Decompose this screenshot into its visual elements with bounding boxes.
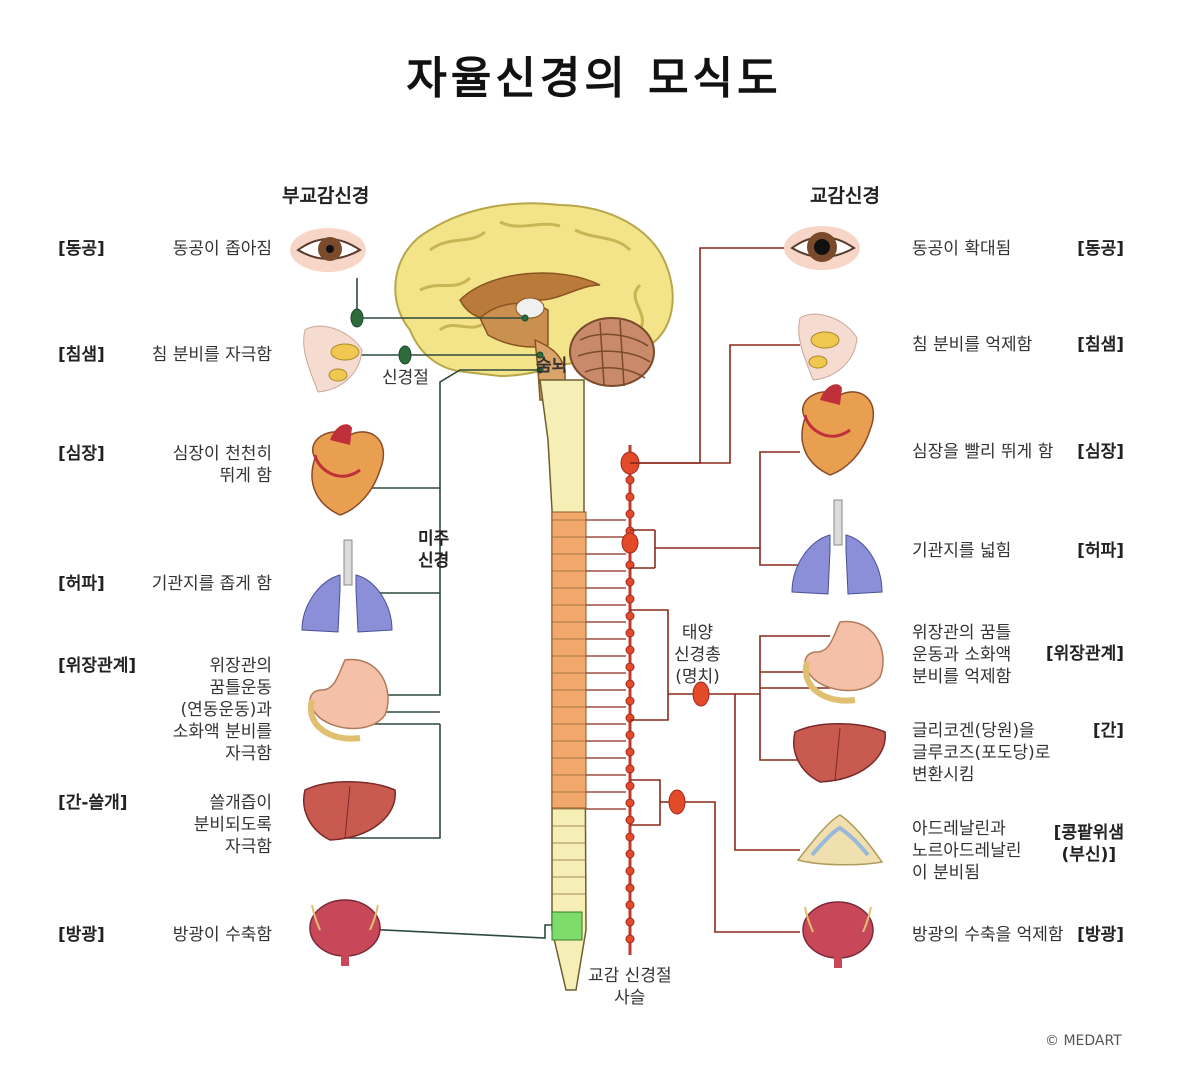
lungs-left	[302, 540, 392, 632]
chain-ganglion	[626, 493, 634, 501]
chain-ganglion	[626, 697, 634, 705]
chain-ganglion	[626, 612, 634, 620]
chain-ganglion	[626, 799, 634, 807]
lungs-right	[792, 500, 882, 594]
chain-ganglion	[626, 918, 634, 926]
right-effect-text: 아드레날린과 노르아드레날린 이 분비됨	[912, 818, 1021, 884]
heart-right	[802, 384, 873, 475]
chain-ganglion	[626, 833, 634, 841]
eye-right	[784, 226, 860, 270]
solar-plexus-label: 태양 신경총 (명치)	[674, 622, 721, 688]
stomach-right	[805, 622, 883, 701]
right-organ-label: [위장관계]	[1046, 643, 1124, 665]
sympathetic-chain-label: 교감 신경절 사슬	[588, 965, 672, 1009]
chain-ganglion	[626, 680, 634, 688]
medulla-label: 숨뇌	[536, 355, 567, 377]
left-organ-label: [허파]	[58, 573, 105, 595]
left-organ-label: [방광]	[58, 924, 105, 946]
header-parasympathetic: 부교감신경	[282, 185, 369, 207]
right-effect-text: 방광의 수축을 억제함	[912, 924, 1064, 946]
bladder-right	[803, 902, 873, 968]
chain-ganglion	[626, 765, 634, 773]
right-effect-text: 심장을 빨리 뛰게 함	[912, 441, 1053, 463]
stomach-left	[310, 660, 388, 739]
right-organ-label: [허파]	[1077, 540, 1124, 562]
chain-ganglion	[626, 816, 634, 824]
chain-ganglion	[626, 748, 634, 756]
chain-ganglion	[626, 884, 634, 892]
chain-ganglion	[626, 850, 634, 858]
liver-right	[794, 724, 886, 782]
left-organ-label: [심장]	[58, 443, 105, 465]
header-sympathetic: 교감신경	[810, 185, 880, 207]
chain-ganglion	[626, 646, 634, 654]
spinal-cord	[540, 380, 586, 990]
chain-ganglion	[626, 901, 634, 909]
left-organ-label: [동공]	[58, 238, 105, 260]
right-effect-text: 기관지를 넓힘	[912, 540, 1011, 562]
right-organ-label: [심장]	[1077, 441, 1124, 463]
sympathetic-chain	[586, 445, 709, 955]
left-effect-text: 침 분비를 자극함	[152, 344, 272, 366]
chain-ganglion	[626, 731, 634, 739]
right-organ-label: [침샘]	[1077, 334, 1124, 356]
right-effect-text: 동공이 확대됨	[912, 238, 1011, 260]
left-effect-text: 기관지를 좁게 함	[152, 573, 272, 595]
ganglion-label: 신경절	[382, 367, 429, 389]
right-effect-text: 위장관의 꿈틀 운동과 소화액 분비를 억제함	[912, 622, 1011, 688]
credit: © MEDART	[1045, 1030, 1122, 1052]
page-title: 자율신경의 모식도	[0, 42, 1188, 106]
salivary-gland-right	[799, 314, 857, 380]
chain-ganglion	[626, 578, 634, 586]
left-organ-label: [위장관계]	[58, 655, 136, 677]
right-effect-text: 글리코겐(당원)을 글루코즈(포도당)로 변환시킴	[912, 720, 1050, 786]
adrenal-right	[798, 815, 882, 865]
left-effect-text: 위장관의 꿈틀운동 (연동운동)과 소화액 분비를 자극함	[173, 655, 272, 765]
chain-ganglion	[626, 510, 634, 518]
vagus-nerve-label: 미주 신경	[418, 528, 449, 572]
chain-ganglion	[626, 629, 634, 637]
right-organ-label: [콩팥위샘 (부신)]	[1054, 822, 1124, 866]
chain-ganglion	[626, 476, 634, 484]
right-organ-label: [방광]	[1077, 924, 1124, 946]
left-effect-text: 쓸개즙이 분비되도록 자극함	[194, 792, 272, 858]
chain-ganglion	[626, 867, 634, 875]
salivary-gland-left	[304, 326, 362, 392]
chain-ganglion	[626, 782, 634, 790]
left-organ-label: [간-쓸개]	[58, 792, 128, 814]
chain-ganglion	[626, 935, 634, 943]
right-effect-text: 침 분비를 억제함	[912, 334, 1032, 356]
heart-left	[312, 424, 383, 515]
right-organ-label: [동공]	[1077, 238, 1124, 260]
left-effect-text: 동공이 좁아짐	[173, 238, 272, 260]
left-organ-label: [침샘]	[58, 344, 105, 366]
bladder-left	[310, 900, 380, 966]
right-organ-label: [간]	[1093, 720, 1124, 742]
chain-ganglion	[626, 595, 634, 603]
chain-ganglion	[626, 663, 634, 671]
liver-left	[304, 782, 396, 840]
left-effect-text: 심장이 천천히 뛰게 함	[173, 443, 272, 487]
eye-left	[290, 228, 366, 272]
mesenteric-ganglion	[669, 790, 685, 814]
left-effect-text: 방광이 수축함	[173, 924, 272, 946]
